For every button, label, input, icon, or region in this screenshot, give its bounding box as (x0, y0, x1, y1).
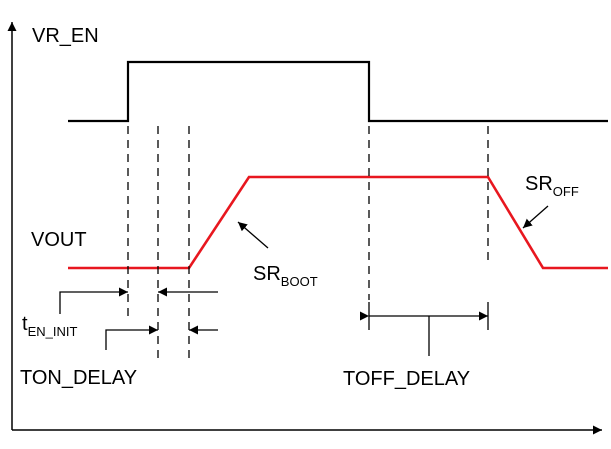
ton-delay-leader (105, 325, 158, 350)
t-en-init-leader (59, 287, 128, 314)
sr-off-main: SR (525, 173, 553, 195)
sr-boot-main: SR (253, 263, 281, 285)
sr-boot-subscript: BOOT (281, 274, 318, 289)
sr-off-label: SROFF (525, 173, 579, 199)
timing-markers (127, 126, 489, 360)
vr-en-label: VR_EN (32, 25, 99, 47)
ton-delay-label: TON_DELAY (20, 367, 137, 389)
t-en-init-label: tEN_INIT (22, 313, 77, 339)
t-en-init-main: t (22, 313, 28, 335)
t-en-init-subscript: EN_INIT (28, 324, 78, 339)
sr-boot-pointer (237, 221, 269, 249)
toff-delay-label: TOFF_DELAY (343, 368, 470, 390)
vout-label: VOUT (31, 229, 87, 251)
vr-en-waveform (68, 60, 608, 123)
sr-off-pointer (522, 205, 549, 229)
sr-off-subscript: OFF (553, 184, 579, 199)
sr-boot-label: SRBOOT (253, 263, 318, 289)
vout-waveform (68, 175, 608, 270)
